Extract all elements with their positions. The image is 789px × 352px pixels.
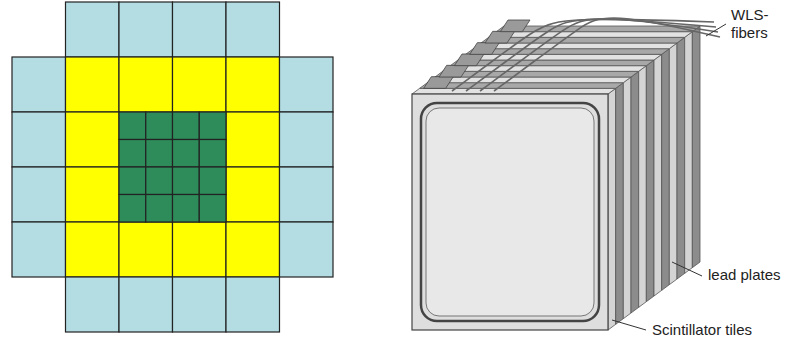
module-cell [12, 222, 66, 277]
module-cell [173, 140, 200, 168]
plate-top [458, 54, 662, 60]
plate-top [489, 32, 693, 38]
plate-side [646, 60, 654, 302]
shashlik-module [412, 18, 720, 330]
module-cell [173, 195, 200, 223]
plate-top [466, 49, 670, 55]
module-cell [12, 57, 66, 112]
wls-fiber [452, 19, 714, 91]
leader-line [706, 24, 726, 36]
part-label: lead plates [706, 266, 783, 284]
plate-side [669, 43, 677, 285]
plate-side [608, 88, 616, 330]
module-cell [66, 167, 120, 222]
tile-face [426, 108, 594, 316]
module-cell [226, 167, 280, 222]
leader-line [612, 320, 646, 330]
module-cell [173, 2, 227, 57]
plate-top [420, 83, 624, 89]
module-cell [119, 140, 146, 168]
plate-tab [454, 54, 484, 66]
module-cell [119, 277, 173, 332]
module-cell [173, 112, 200, 140]
module-cell [280, 112, 334, 167]
plate-top [412, 88, 616, 94]
plate-side [662, 49, 670, 291]
module-cell [173, 277, 227, 332]
plate-side [639, 66, 647, 308]
module-cell [66, 2, 120, 57]
module-cell [226, 222, 280, 277]
module-cell [146, 140, 173, 168]
plate-tab [424, 77, 454, 89]
wls-fiber [466, 19, 716, 91]
plate-side [654, 54, 662, 296]
plate-tab [470, 43, 500, 55]
module-cell [146, 112, 173, 140]
wls-fiber [494, 18, 720, 91]
module-cell [199, 167, 226, 195]
plate-side [631, 71, 639, 313]
plate-top [481, 37, 685, 43]
plate-top [450, 60, 654, 66]
module-cell [119, 2, 173, 57]
module-cell [12, 167, 66, 222]
module-cell [280, 57, 334, 112]
module-cell [226, 2, 280, 57]
module-cell [199, 195, 226, 223]
module-cell [280, 167, 334, 222]
wls-fiber [480, 19, 718, 91]
module-cell [226, 57, 280, 112]
module-cell [199, 140, 226, 168]
module-cell [199, 112, 226, 140]
plate-top [473, 43, 677, 49]
module-cell [119, 167, 146, 195]
fiber-loop [421, 103, 599, 321]
module-cell [12, 112, 66, 167]
module-cell [119, 112, 146, 140]
plate-side [685, 32, 693, 274]
plate-side [623, 77, 631, 319]
plate-tab [485, 31, 515, 43]
module-cell [226, 112, 280, 167]
module-cell [66, 277, 120, 332]
module-cell [173, 222, 227, 277]
module-cell [66, 57, 120, 112]
plate-side [616, 83, 624, 325]
plate-side [692, 26, 700, 268]
plate-tab [500, 20, 530, 32]
leader-line [672, 262, 702, 276]
module-grid [12, 2, 333, 332]
module-cell [66, 222, 120, 277]
plate-top [443, 66, 647, 72]
plate-side [677, 37, 685, 279]
module-cell [226, 277, 280, 332]
plate-top [427, 77, 631, 83]
module-cell [119, 57, 173, 112]
module-cell [119, 195, 146, 223]
module-cell [173, 167, 200, 195]
part-label: WLS- fibers [729, 6, 785, 42]
module-cell [66, 112, 120, 167]
plate-top [435, 71, 639, 77]
plate-tab [439, 65, 469, 77]
front-tile [412, 94, 608, 330]
part-label: Scintillator tiles [650, 321, 754, 339]
module-cell [173, 57, 227, 112]
module-cell [280, 222, 334, 277]
module-cell [146, 167, 173, 195]
module-cell [146, 195, 173, 223]
module-cell [119, 222, 173, 277]
plate-top [496, 26, 700, 32]
